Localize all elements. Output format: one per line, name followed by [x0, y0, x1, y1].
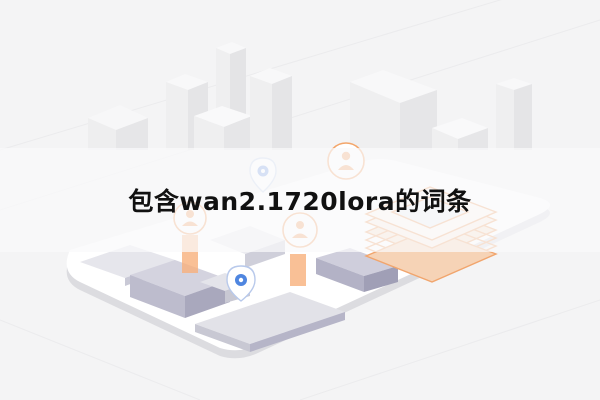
title-band: [0, 148, 600, 252]
page-title: 包含wan2.1720lora的词条: [128, 187, 472, 216]
location-pin-icon: [226, 265, 256, 302]
background-buildings: [88, 42, 532, 150]
